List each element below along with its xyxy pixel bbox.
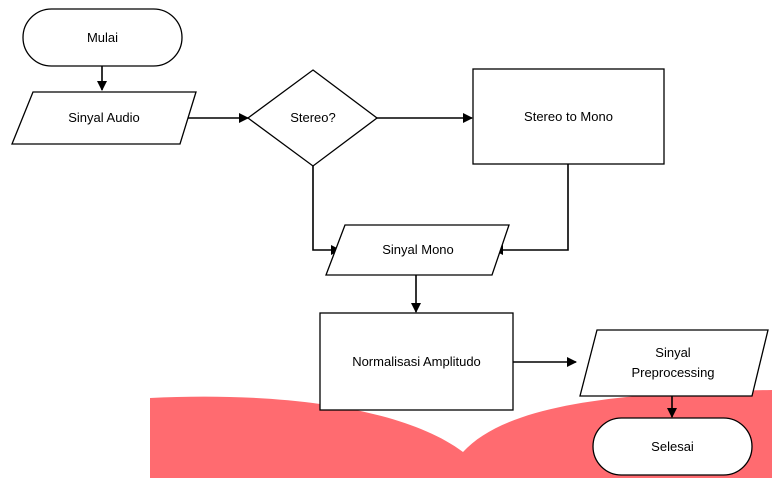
end-label: Selesai [651, 439, 694, 454]
stereo-to-mono-process [472, 68, 665, 165]
audio-input-label: Sinyal Audio [68, 110, 140, 125]
stereo-decision-label: Stereo? [290, 110, 336, 125]
preprocessed-signal-shape [579, 329, 769, 397]
normalize-label: Normalisasi Amplitudo [352, 354, 481, 369]
stereo-decision-shape [246, 69, 379, 167]
edge-decision-to-mono [312, 164, 341, 255]
start-terminator [22, 8, 183, 67]
normalize-process [319, 312, 514, 411]
mono-signal-shape [325, 224, 510, 276]
edge-stereo-to-mono-to-mono [493, 164, 569, 255]
mono-signal-label: Sinyal Mono [382, 242, 454, 257]
start-label: Mulai [87, 30, 118, 45]
preprocessed-label-line1: Sinyal [655, 345, 691, 360]
end-terminator [592, 417, 753, 476]
stereo-to-mono-label: Stereo to Mono [524, 109, 613, 124]
audio-input-shape [11, 91, 197, 145]
preprocessed-label-line2: Preprocessing [631, 365, 714, 380]
